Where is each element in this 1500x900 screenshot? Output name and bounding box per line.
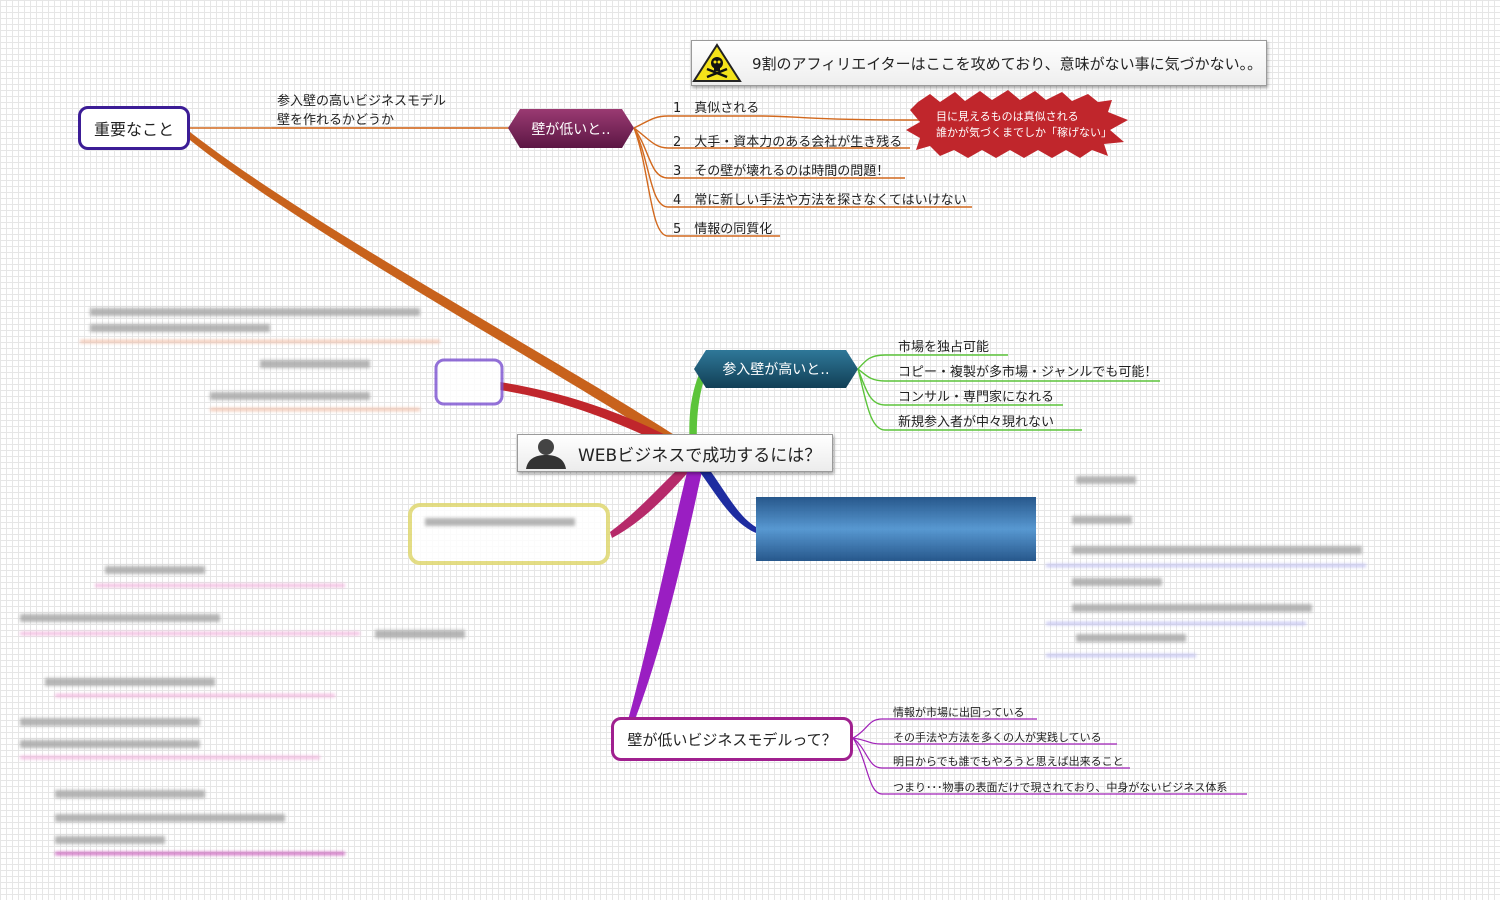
branch-yellow-blurred [610,458,694,538]
high-wall-connectors [857,354,1160,431]
low-model-connectors [852,718,1247,795]
important-node[interactable]: 重要なこと [78,106,190,150]
central-topic[interactable]: WEBビジネスで成功するには？ [517,434,833,472]
low-wall-item-1[interactable]: 1 真似される [673,101,760,116]
low-wall-item-2[interactable]: 2 大手・資本力のある会社が生き残る [673,135,903,150]
high-wall-item-2[interactable]: コピー・複製が多市場・ジャンルでも可能！ [898,365,1158,380]
burst-line-1: 目に見えるものは真似される [936,110,1079,123]
high-wall-item-3[interactable]: コンサル・専門家になれる [898,390,1055,405]
low-wall-label[interactable]: 壁が低いと‥ [531,122,611,138]
high-wall-label[interactable]: 参入壁が高いと‥ [722,362,830,378]
central-topic-label: WEBビジネスで成功するには？ [578,445,822,466]
low-wall-item-3[interactable]: 3 その壁が壊れるのは時間の問題！ [673,164,890,179]
low-wall-item-5[interactable]: 5 情報の同質化 [673,222,773,237]
warning-callout-label: 9割のアフィリエイターはここを攻めており、意味がない事に気づかない。。 [752,54,1263,73]
branch-blue [694,458,756,533]
branch-low-model [628,460,704,722]
important-note-line-1: 参入壁の高いビジネスモデル [277,94,447,109]
important-note-line-2: 壁を作れるかどうか [277,113,395,128]
low-model-node-label: 壁が低いビジネスモデルって？ [627,730,837,749]
high-wall-item-4[interactable]: 新規参入者が中々現れない [898,415,1055,430]
important-node-label: 重要なこと [93,120,174,139]
low-model-item-2[interactable]: その手法や方法を多くの人が実践している [893,731,1102,744]
skull-warning-icon [692,43,742,83]
branch-high-wall [689,372,706,448]
high-wall-diamond [694,350,858,388]
blurred-region-right [1036,470,1366,680]
low-wall-item-4[interactable]: 4 常に新しい手法や方法を探さなくてはいけない [673,193,967,208]
burst-shape [906,90,1128,158]
person-icon [522,437,570,469]
low-wall-diamond [508,109,634,148]
low-wall-connectors [633,115,972,237]
low-model-item-3[interactable]: 明日からでも誰でもやろうと思えば出来ること [893,755,1124,768]
branch-important [185,128,690,450]
high-wall-item-1[interactable]: 市場を独占可能 [898,340,990,355]
low-model-node[interactable]: 壁が低いビジネスモデルって？ [611,717,853,761]
warning-callout[interactable]: 9割のアフィリエイターはここを攻めており、意味がない事に気づかない。。 [691,40,1267,86]
blurred-region-left-bottom [15,480,610,855]
blurred-region-left-top [50,300,470,430]
low-model-item-4[interactable]: つまり･･･物事の表面だけで現されており、中身がないビジネス体系 [893,781,1228,794]
burst-line-2: 誰かが気づくまでしか「稼げない」 [936,126,1112,139]
low-model-item-1[interactable]: 情報が市場に出回っている [893,706,1025,719]
